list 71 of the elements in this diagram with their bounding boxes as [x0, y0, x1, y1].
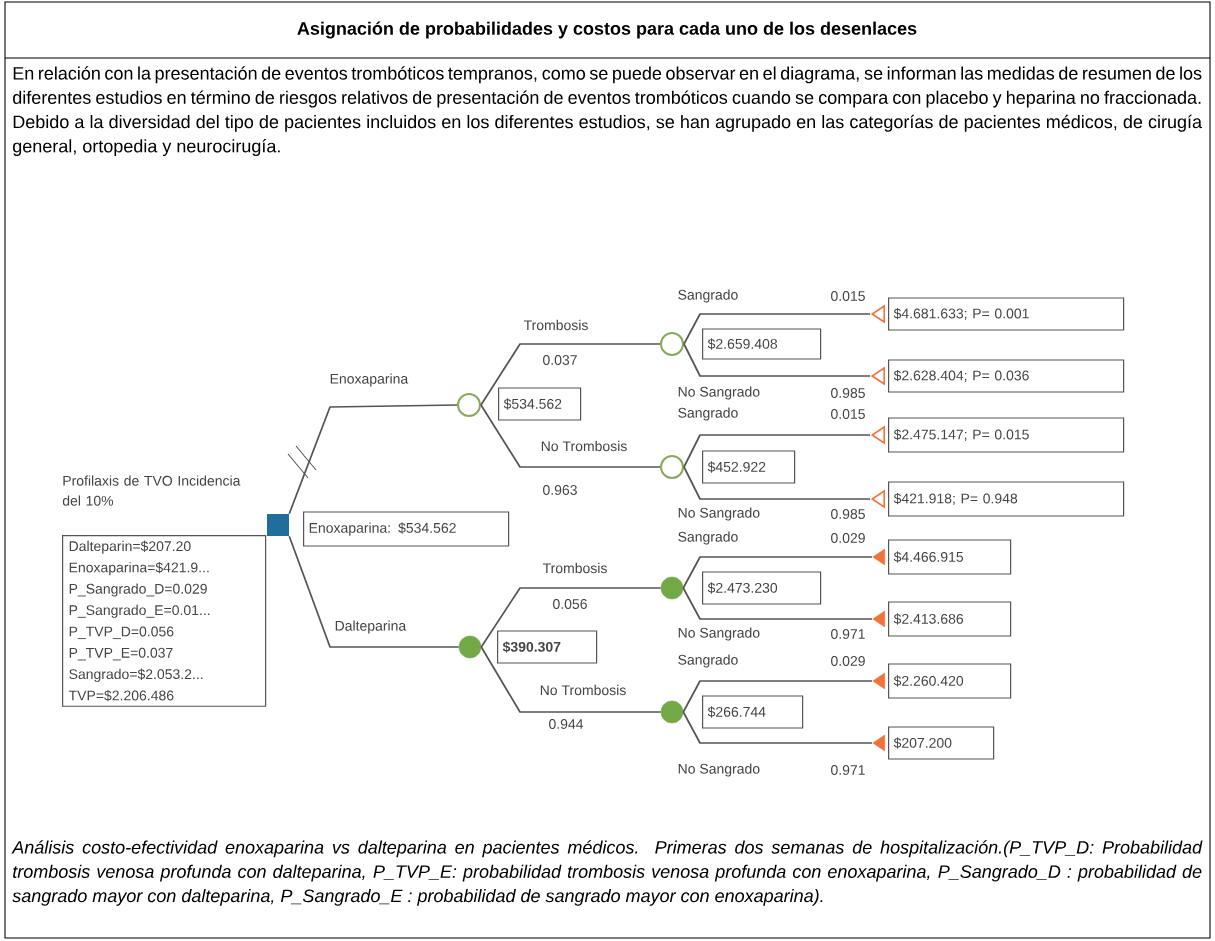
- chance-node: [660, 700, 684, 724]
- branch-label: No Trombosis: [541, 440, 627, 452]
- branch-line: [480, 646, 662, 713]
- branch-line: [288, 404, 458, 515]
- node-caption: Profilaxis de TVO Incidencia del 10%: [62, 475, 241, 506]
- probability-label: 0.015: [831, 291, 865, 301]
- branch-line: [683, 313, 871, 345]
- title: Asignación de probabilidades y costos para cada uno de los desenlaces: [297, 21, 917, 39]
- branch-line: [682, 587, 873, 620]
- branch-label: Trombosis: [542, 562, 607, 574]
- probability-label: 0.971: [831, 629, 865, 639]
- value-box: $534.562: [498, 387, 582, 421]
- value-box: $4.681.633; P= 0.001: [888, 297, 1125, 331]
- value-box: $207.200: [888, 726, 995, 760]
- value-box: Enoxaparina: $534.562: [303, 511, 510, 547]
- probability-label: 0.944: [549, 719, 584, 729]
- branch-line: [480, 587, 662, 648]
- value-box: $452.922: [702, 450, 796, 484]
- probability-label: 0.037: [543, 355, 577, 365]
- value-box: $266.744: [702, 695, 804, 729]
- branch-label: No Sangrado: [678, 763, 760, 777]
- terminal-node: [872, 548, 885, 566]
- branch-line: [288, 535, 460, 648]
- probability-label: 0.963: [543, 485, 577, 495]
- branch-label: Sangrado: [678, 531, 738, 545]
- parameter-box: Dalteparin=$207.20 Enoxaparina=$421.9... P_Sangrado_D=0.029 P_Sangrado_E=0.01... P_TVP_D=0.056 P_TVP_E=0.037 Sangrado=$2.053.2... TVP=$2.206.486: [62, 535, 267, 707]
- branch-label: No Trombosis: [540, 684, 626, 696]
- chance-node: [458, 635, 482, 659]
- paragraph: En relación con la presentación de eventos trombóticos tempranos, como se puede observar en el diagrama, se informan las medidas de resumen de los diferentes estudios en término de riesgos relativos de presentación de eventos trombóticos cuando se compara con placebo y heparina no fraccionada. Debido a la diversidad del tipo de pacientes incluidos en los diferentes estudios, se han agrupado en las categorías de pacientes médicos, de cirugía general, ortopedia y neurocirugía.: [13, 66, 1203, 157]
- branch-label: No Sangrado: [678, 507, 760, 521]
- probability-label: 0.971: [831, 765, 865, 775]
- branch-line: [480, 404, 661, 468]
- value-box: $2.659.408: [702, 328, 822, 360]
- chance-node: [660, 332, 684, 356]
- chance-node: [660, 576, 684, 600]
- chance-node: [457, 393, 481, 417]
- value-box: $2.473.230: [702, 571, 822, 605]
- value-box: $390.307: [497, 630, 598, 664]
- branch-line: [682, 680, 873, 713]
- probability-label: 0.029: [831, 656, 865, 666]
- branch-line: [683, 343, 871, 377]
- caption: Análisis costo-efectividad enoxaparina vs dalteparina en pacientes médicos. Primeras dos semanas de hospitalización.(P_TVP_D: Probabilidad trombosis venosa profunda con dalteparina, P_TVP_E: probabilidad trombosis venosa profunda con enoxaparina, P_Sangrado_D : probabilidad de sangrado mayor con dalteparina, P_Sangrado_E : probabilidad de sangrado mayor con enoxaparina).: [11, 840, 1203, 906]
- probability-label: 0.985: [831, 388, 865, 398]
- terminal-node: [872, 734, 885, 752]
- branch-line: [480, 343, 661, 406]
- value-box: $4.466.915: [888, 539, 1012, 575]
- value-box: $2.260.420: [888, 663, 1012, 699]
- branch-label: Enoxaparina: [330, 373, 409, 387]
- branch-label: No Sangrado: [678, 627, 760, 641]
- value-box: $2.413.686: [888, 601, 1012, 637]
- value-box: $2.628.404; P= 0.036: [888, 359, 1125, 393]
- value-box: $2.475.147; P= 0.015: [888, 417, 1125, 453]
- branch-line: [682, 556, 873, 589]
- branch-label: Dalteparina: [335, 620, 407, 634]
- probability-label: 0.029: [831, 533, 865, 543]
- branch-label: No Sangrado: [678, 386, 760, 400]
- branch-label: Sangrado: [678, 654, 738, 668]
- terminal-node: [872, 672, 885, 690]
- value-box: $421.918; P= 0.948: [888, 481, 1125, 517]
- branch-label: Sangrado: [678, 289, 738, 303]
- branch-line: [683, 466, 871, 500]
- probability-label: 0.056: [553, 599, 587, 609]
- decision-node: [267, 514, 289, 536]
- branch-label: Sangrado: [678, 407, 738, 421]
- probability-label: 0.985: [831, 509, 865, 519]
- branch-label: Trombosis: [523, 319, 588, 331]
- probability-label: 0.015: [831, 409, 865, 419]
- terminal-node: [872, 610, 885, 628]
- branch-line: [683, 434, 871, 468]
- branch-line: [682, 711, 873, 744]
- chance-node: [660, 455, 684, 479]
